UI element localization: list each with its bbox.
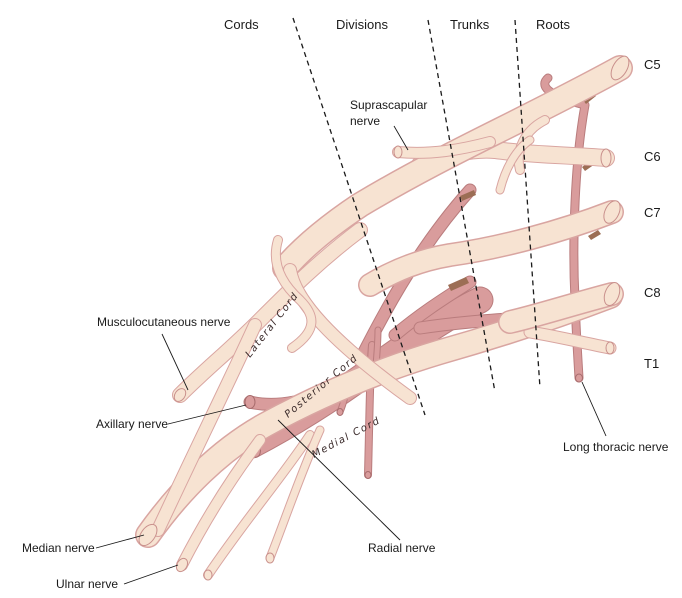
divider-cords-divisions [292, 17, 426, 416]
leader-suprascapular [393, 125, 409, 151]
root-c8-end [603, 281, 621, 307]
header-cords: Cords [224, 17, 259, 32]
region-dividers [292, 17, 541, 416]
suprascapular-end [393, 145, 403, 159]
cutaneous-end [203, 569, 213, 581]
leader-musculocutaneous [161, 333, 189, 391]
root-c6-end [600, 148, 612, 168]
header-trunks: Trunks [450, 17, 490, 32]
musculocutaneous-end [173, 388, 187, 402]
root-c5-end [610, 55, 630, 81]
label-c5: C5 [644, 57, 661, 72]
anterior-nerves [135, 55, 633, 581]
header-roots: Roots [536, 17, 570, 32]
leader-radial [277, 419, 401, 541]
label-suprascapular-line1: Suprascapular [350, 98, 427, 112]
label-musculocutaneous: Musculocutaneous nerve [97, 315, 231, 329]
label-radial: Radial nerve [368, 541, 436, 555]
label-median: Median nerve [22, 541, 95, 555]
label-suprascapular-line2: nerve [350, 114, 380, 128]
label-c8: C8 [644, 285, 661, 300]
median-nerve-end [138, 523, 158, 547]
header-divisions: Divisions [336, 17, 389, 32]
root-c7-end [603, 200, 621, 224]
axillary-nerve-end [244, 395, 256, 409]
root-t1-end [605, 341, 615, 355]
label-c6: C6 [644, 149, 661, 164]
label-axillary: Axillary nerve [96, 417, 168, 431]
divider-trunks-roots [514, 19, 541, 389]
label-long-thoracic: Long thoracic nerve [563, 440, 669, 454]
label-c7: C7 [644, 205, 661, 220]
label-ulnar: Ulnar nerve [56, 577, 118, 591]
ulnar-nerve-end [175, 557, 189, 573]
leader-axillary [167, 404, 247, 425]
leader-long-thoracic [581, 381, 607, 437]
label-t1: T1 [644, 356, 659, 371]
leader-ulnar [123, 564, 179, 585]
leader-median [95, 534, 145, 549]
medial-cutaneous-end [265, 552, 275, 564]
